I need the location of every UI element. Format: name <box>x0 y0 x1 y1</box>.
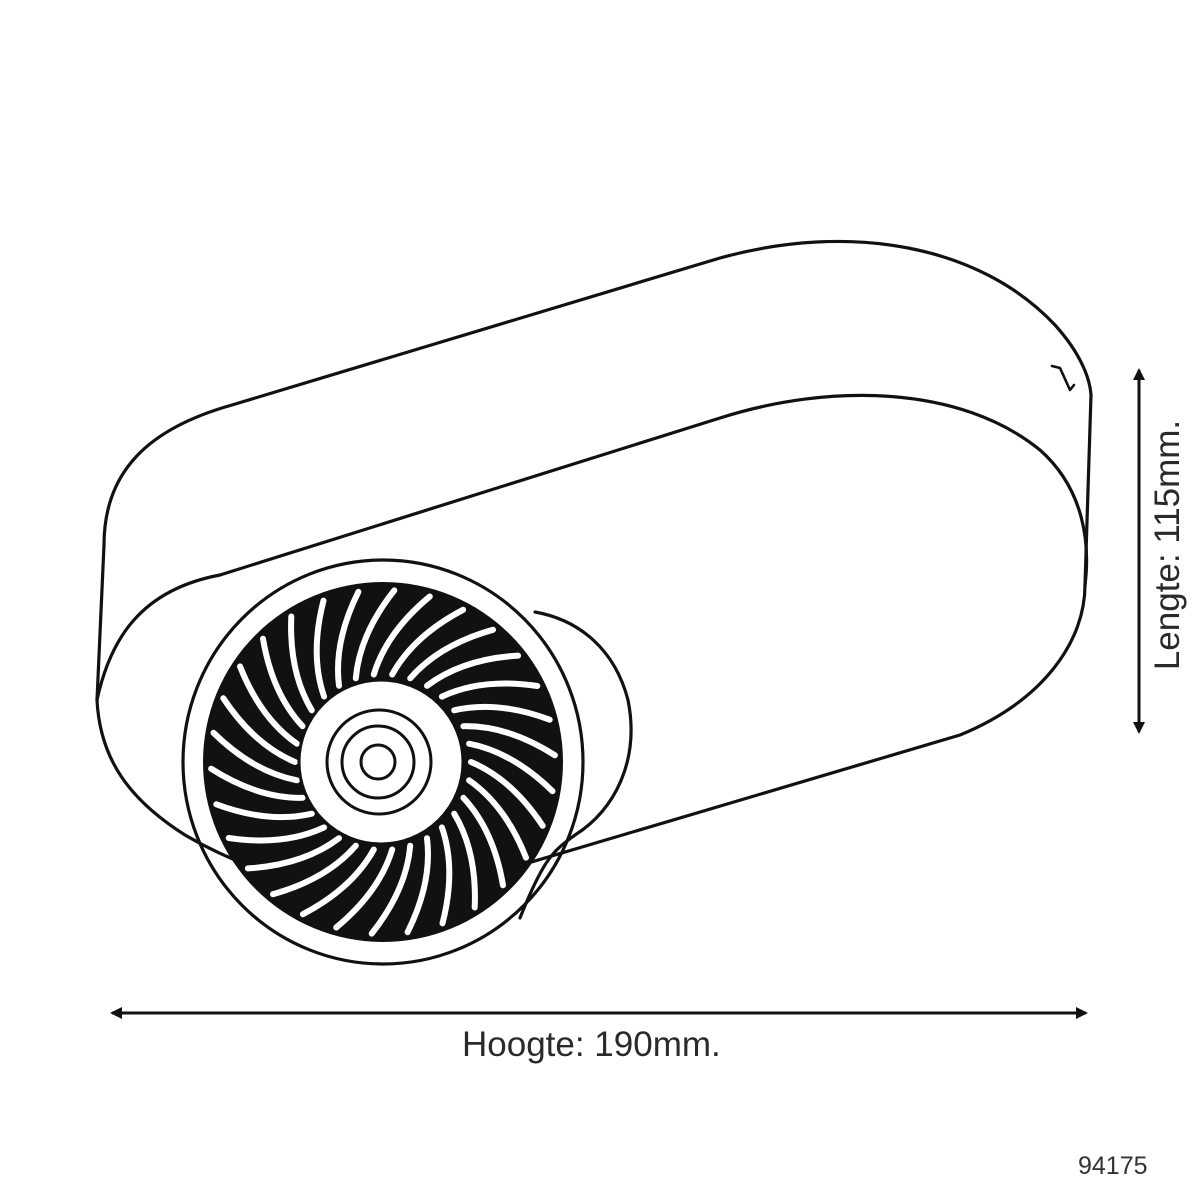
grille-blade <box>389 606 467 678</box>
grille-blade <box>244 835 342 872</box>
grille-blade <box>438 680 541 700</box>
product-code: 94175 <box>1078 1152 1148 1180</box>
grille-blade <box>260 635 306 730</box>
grille-blade <box>270 842 359 898</box>
grille-blade <box>225 824 328 844</box>
grille-blade <box>451 810 478 911</box>
grille-blade <box>424 652 522 689</box>
grille-blade <box>460 794 506 889</box>
spot-outer-ring <box>181 558 585 966</box>
turbine-grille-icon <box>181 558 585 966</box>
height-dimension-label: Hoogte: 190mm. <box>462 1025 721 1064</box>
fixture-front-face <box>95 393 1089 702</box>
fixture-top-outline <box>102 239 1093 547</box>
grille-blade <box>438 824 453 927</box>
grille-blade <box>210 729 300 784</box>
grille-blade <box>208 765 306 801</box>
lens-center <box>359 743 397 781</box>
screw-detail <box>1050 364 1076 392</box>
grille-blade <box>451 703 553 723</box>
grille-blade <box>220 695 298 765</box>
grille-blade <box>460 723 558 759</box>
grille-blade <box>288 613 315 714</box>
grille-blade <box>407 626 496 682</box>
grille-blade <box>352 587 398 682</box>
grille-blade <box>368 842 414 937</box>
grille-blade <box>370 593 433 678</box>
fixture-left-side <box>95 543 106 702</box>
spot-housing <box>518 610 633 920</box>
grille-blade <box>468 759 546 829</box>
grille-blades <box>208 587 558 937</box>
grille-blade <box>466 740 556 795</box>
grille-blade <box>335 588 362 689</box>
length-dimension-label: Lengte: 115mm. <box>1148 419 1187 671</box>
grille-blade <box>237 663 300 747</box>
grille-blade <box>299 846 377 918</box>
grille-blade <box>313 597 328 700</box>
grille-blade <box>213 801 315 821</box>
grille-blade <box>333 846 396 931</box>
grille-blade <box>466 777 529 861</box>
grille-blade <box>404 835 431 936</box>
